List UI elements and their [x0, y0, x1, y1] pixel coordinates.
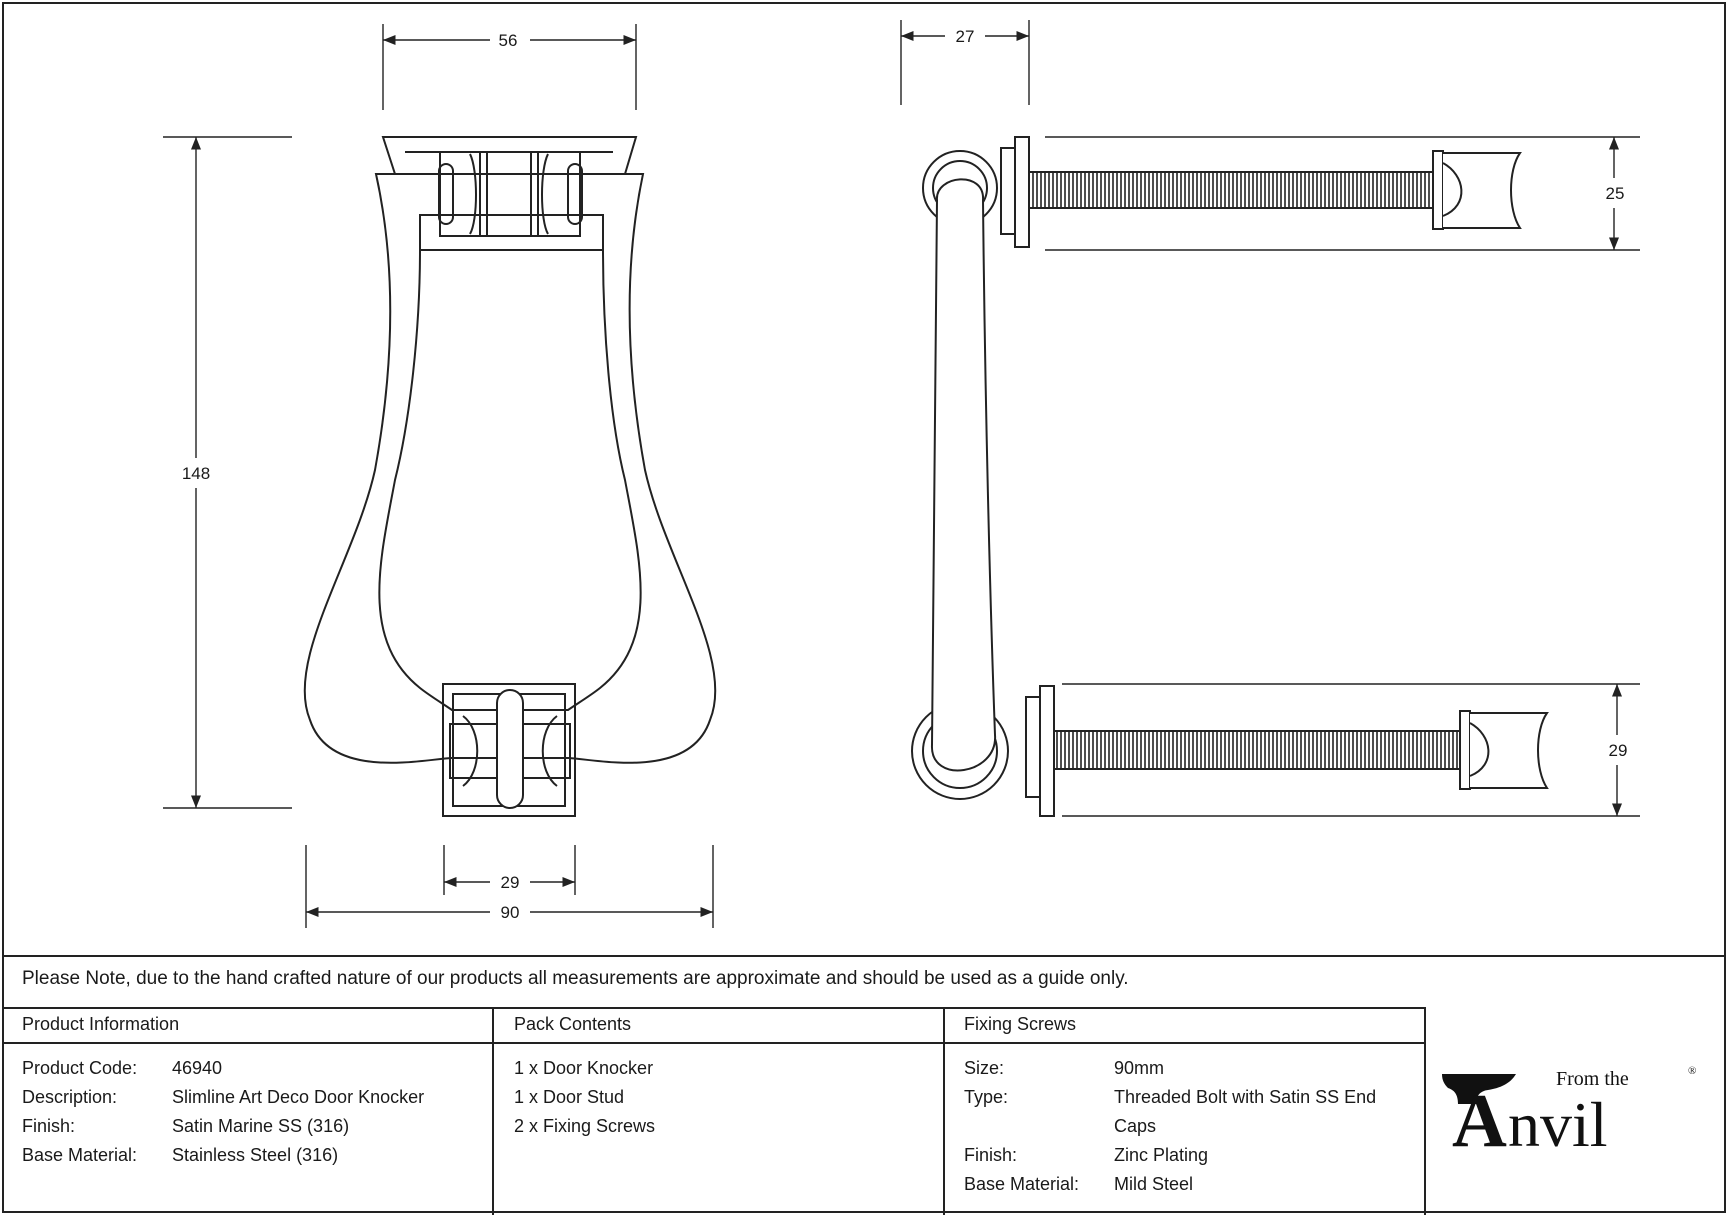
row-value: Slimline Art Deco Door Knocker: [172, 1087, 425, 1107]
column-divider: [1424, 1007, 1426, 1215]
row-label: Description:: [22, 1087, 118, 1107]
product-info-row: Finish: Satin Marine SS (316): [22, 1112, 482, 1141]
logo-registered-mark: ®: [1688, 1065, 1696, 1077]
logo-small-text: From the: [1556, 1068, 1629, 1090]
screw-row: Base Material: Mild Steel: [964, 1170, 1419, 1199]
product-info-list: Product Code: 46940 Description: Slimline …: [22, 1054, 482, 1170]
row-value: Mild Steel: [1114, 1174, 1194, 1194]
pack-contents-list: 1 x Door Knocker 1 x Door Stud 2 x Fixin…: [514, 1054, 934, 1141]
pack-item: 1 x Door Knocker: [514, 1058, 654, 1078]
fixing-screws-heading: Fixing Screws: [964, 1014, 1077, 1034]
drawing-area: 56 148 29 90 27 25 29: [163, 20, 1640, 928]
fixing-screw-top: [1028, 150, 1522, 230]
screw-row: Type: Threaded Bolt with Satin SS End Cap…: [964, 1083, 1419, 1141]
row-label: Product Code:: [22, 1058, 138, 1078]
from-the-anvil-logo: From the ® A nvil: [1442, 1065, 1696, 1163]
knocker-front-view: [303, 136, 717, 817]
dim-top-width: 56: [499, 31, 518, 50]
measurement-note: Please Note, due to the hand crafted nat…: [22, 968, 1129, 989]
row-value: 90mm: [1114, 1058, 1165, 1078]
row-value: 46940: [172, 1058, 223, 1078]
logo-wordmark: nvil: [1508, 1089, 1608, 1160]
row-value: Stainless Steel (316): [172, 1145, 339, 1165]
pack-item: 2 x Fixing Screws: [514, 1116, 656, 1136]
product-info-heading: Product Information: [22, 1014, 180, 1034]
row-value: Satin Marine SS (316): [172, 1116, 350, 1136]
dim-screw-top: 25: [1606, 184, 1625, 203]
product-info-row: Product Code: 46940: [22, 1054, 482, 1083]
screw-row: Size: 90mm: [964, 1054, 1419, 1083]
anvil-icon: [1442, 1074, 1516, 1104]
dim-height: 148: [182, 464, 210, 483]
row-label: Type:: [964, 1087, 1009, 1107]
column-divider: [492, 1007, 494, 1215]
row-label: Finish:: [22, 1116, 76, 1136]
row-value: Threaded Bolt with Satin SS End Caps: [1114, 1087, 1377, 1136]
table-top-border: [2, 955, 1726, 957]
knocker-side-view: [911, 136, 1055, 817]
fixing-screw-bottom: [1053, 710, 1549, 790]
row-label: Base Material:: [964, 1174, 1080, 1194]
fixing-screws-list: Size: 90mm Type: Threaded Bolt with Satin …: [964, 1054, 1419, 1199]
dim-projection: 27: [956, 27, 975, 46]
row-label: Size:: [964, 1058, 1005, 1078]
column-divider: [943, 1007, 945, 1215]
table-header-bottom: [2, 1042, 1426, 1044]
dim-base-width: 29: [501, 873, 520, 892]
pack-item: 1 x Door Stud: [514, 1087, 625, 1107]
row-label: Base Material:: [22, 1145, 138, 1165]
product-info-row: Description: Slimline Art Deco Door Knock…: [22, 1083, 482, 1112]
product-info-row: Base Material: Stainless Steel (316): [22, 1141, 482, 1170]
table-header-top: [2, 1007, 1426, 1009]
logo-initial: A: [1452, 1079, 1507, 1163]
row-label: Finish:: [964, 1145, 1018, 1165]
dim-screw-bottom: 29: [1609, 741, 1628, 760]
screw-row: Finish: Zinc Plating: [964, 1141, 1419, 1170]
dim-overall-width: 90: [501, 903, 520, 922]
pack-contents-heading: Pack Contents: [514, 1014, 632, 1034]
row-value: Zinc Plating: [1114, 1145, 1209, 1165]
